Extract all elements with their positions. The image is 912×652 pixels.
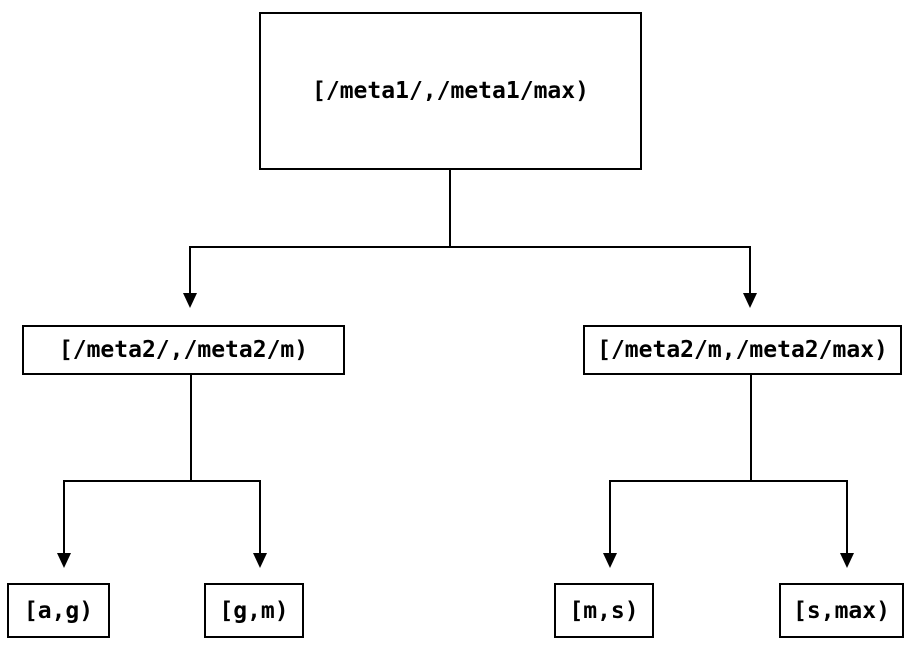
node-meta2-upper-range: [/meta2/m,/meta2/max)	[583, 325, 902, 375]
edge-root-to-mid-children	[183, 170, 757, 308]
arrowhead-down-icon	[603, 553, 617, 568]
edge-line	[609, 375, 848, 554]
arrowhead-down-icon	[253, 553, 267, 568]
arrowhead-down-icon	[743, 293, 757, 308]
arrowhead-down-icon	[840, 553, 854, 568]
node-leaf-g-m: [g,m)	[204, 583, 304, 638]
node-leaf-a-g: [a,g)	[7, 583, 110, 638]
node-leaf-s-max: [s,max)	[779, 583, 904, 638]
edge-line	[63, 375, 261, 554]
node-leaf-m-s: [m,s)	[554, 583, 654, 638]
edge-mid-left-to-leaves	[57, 375, 267, 568]
arrowhead-down-icon	[57, 553, 71, 568]
edge-line	[189, 170, 751, 294]
edge-mid-right-to-leaves	[603, 375, 854, 568]
node-meta2-lower-range: [/meta2/,/meta2/m)	[22, 325, 345, 375]
node-meta1-range: [/meta1/,/meta1/max)	[259, 12, 642, 170]
arrowhead-down-icon	[183, 293, 197, 308]
